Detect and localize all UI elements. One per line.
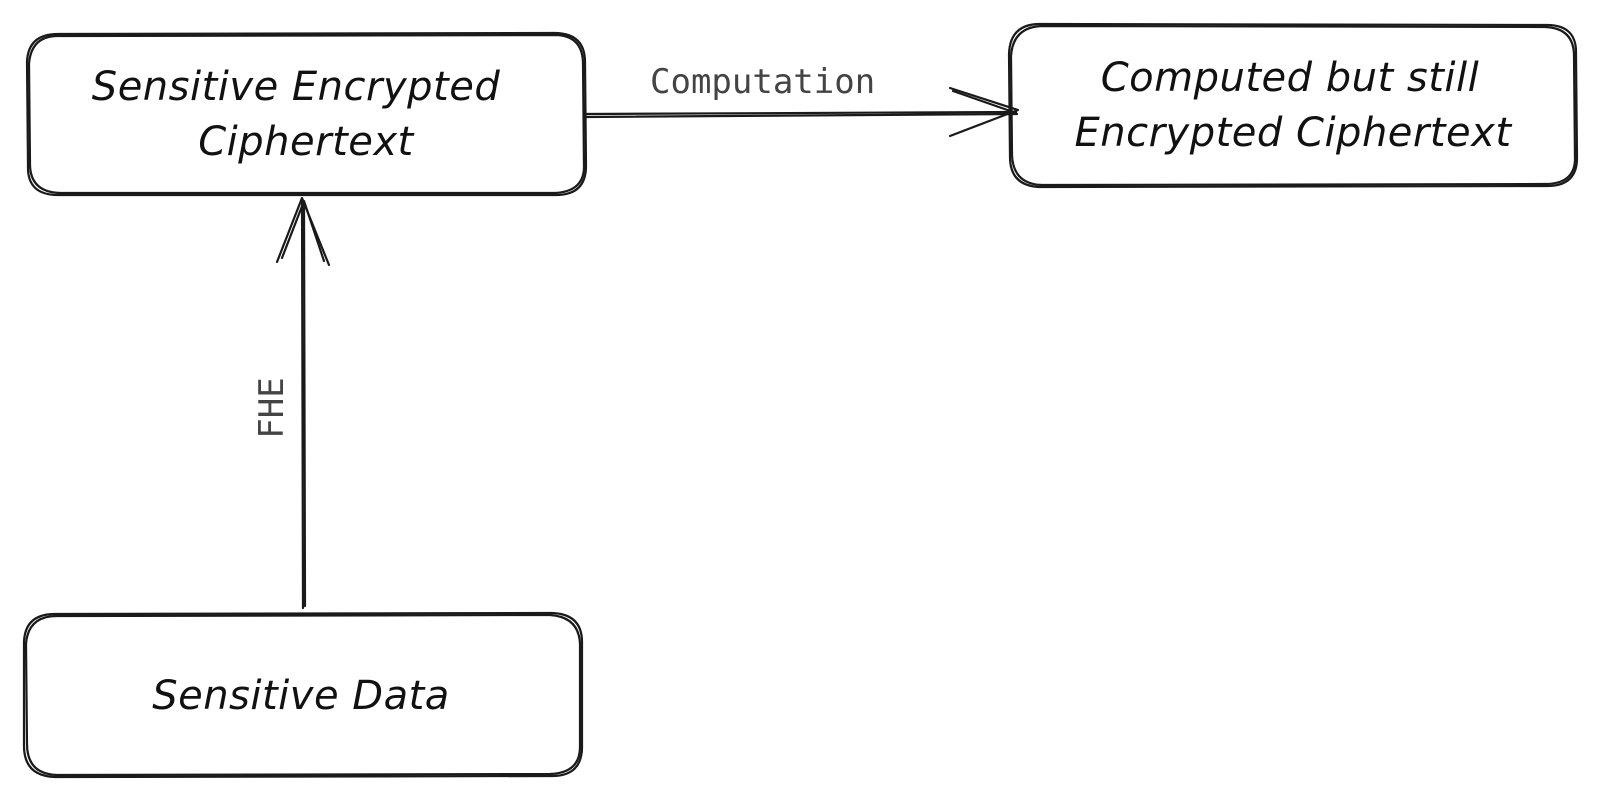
edge-fhe-arrowhead — [275, 196, 331, 267]
edge-fhe[interactable]: FHE — [252, 196, 331, 610]
node-computed-encrypted-ciphertext[interactable]: Computed but still Encrypted Ciphertext — [1007, 22, 1579, 189]
node-computed-label-line1: Computed but still — [1101, 55, 1480, 101]
node-encrypted-label-line2: Ciphertext — [198, 119, 414, 165]
node-data-label: Sensitive Data — [152, 673, 450, 719]
edge-computation-line-stroke2 — [584, 112, 1019, 119]
edge-fhe-arrowhead-stroke2 — [280, 199, 326, 263]
node-encrypted-border — [25, 31, 588, 197]
edge-computation-arrowhead-stroke2 — [951, 89, 1018, 115]
node-computed-border — [1007, 22, 1579, 189]
edge-computation-line — [583, 110, 1018, 116]
edge-computation-label: Computation — [650, 62, 875, 102]
node-data-border — [22, 611, 584, 779]
node-sensitive-encrypted-ciphertext[interactable]: Sensitive Encrypted Ciphertext — [25, 31, 588, 197]
node-data-border-stroke2 — [24, 613, 582, 777]
node-encrypted-label-line1: Sensitive Encrypted — [92, 64, 501, 110]
node-computed-border-stroke2 — [1009, 24, 1577, 187]
edge-fhe-line-stroke2 — [302, 200, 307, 608]
edge-fhe-line — [300, 198, 305, 610]
node-encrypted-border-stroke2 — [27, 33, 586, 195]
node-computed-label-line2: Encrypted Ciphertext — [1074, 110, 1512, 156]
edge-fhe-label: FHE — [252, 377, 292, 438]
edge-computation[interactable]: Computation — [583, 62, 1020, 138]
edge-computation-arrowhead — [948, 86, 1020, 138]
node-sensitive-data[interactable]: Sensitive Data — [22, 611, 584, 779]
